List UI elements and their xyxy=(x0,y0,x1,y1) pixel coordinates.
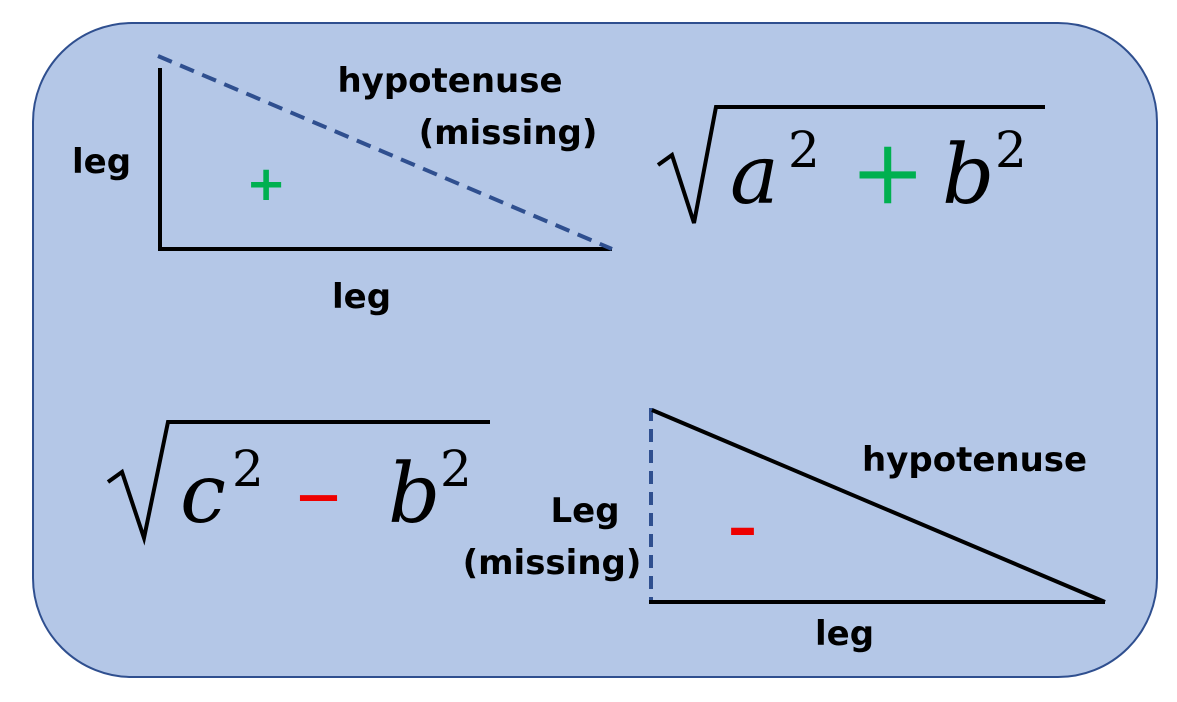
formula-difference-svg: c 2 – b 2 xyxy=(106,420,490,546)
formula-sum-var2: b xyxy=(942,128,995,223)
formula-sum-operator: + xyxy=(850,120,925,225)
formula-sum-exp2: 2 xyxy=(995,121,1027,179)
bottom-leg-horizontal-label: leg xyxy=(815,614,875,654)
formula-difference-var1: c xyxy=(180,447,226,542)
top-leg-vertical-label: leg xyxy=(72,142,132,182)
diagram-panel xyxy=(32,22,1158,678)
formula-difference-exp2: 2 xyxy=(440,440,472,498)
top-leg-horizontal-label: leg xyxy=(332,277,392,317)
plus-sign-icon: + xyxy=(246,156,287,212)
formula-difference: c 2 – b 2 xyxy=(100,410,520,555)
bottom-hypotenuse-label: hypotenuse xyxy=(862,440,1088,480)
bottom-hypotenuse xyxy=(651,408,1106,604)
formula-sum-svg: a 2 + b 2 xyxy=(656,105,1045,225)
top-hypotenuse-label: hypotenuse xyxy=(337,61,563,101)
bottom-missing-leg-label: Leg xyxy=(550,491,620,531)
formula-difference-operator: – xyxy=(296,439,341,544)
formula-sum-var1: a xyxy=(730,128,779,223)
radical-sign-icon xyxy=(106,420,490,546)
formula-sum: a 2 + b 2 xyxy=(650,95,1070,240)
minus-sign-icon: – xyxy=(728,493,757,561)
formula-sum-exp1: 2 xyxy=(788,121,820,179)
radical-sign-icon xyxy=(656,105,1045,224)
formula-difference-var2: b xyxy=(388,447,441,542)
top-hypotenuse-missing-note: (missing) xyxy=(418,113,598,153)
bottom-missing-leg-note: (missing) xyxy=(462,543,642,583)
formula-difference-exp1: 2 xyxy=(232,440,264,498)
top-missing-hypotenuse xyxy=(157,54,613,251)
